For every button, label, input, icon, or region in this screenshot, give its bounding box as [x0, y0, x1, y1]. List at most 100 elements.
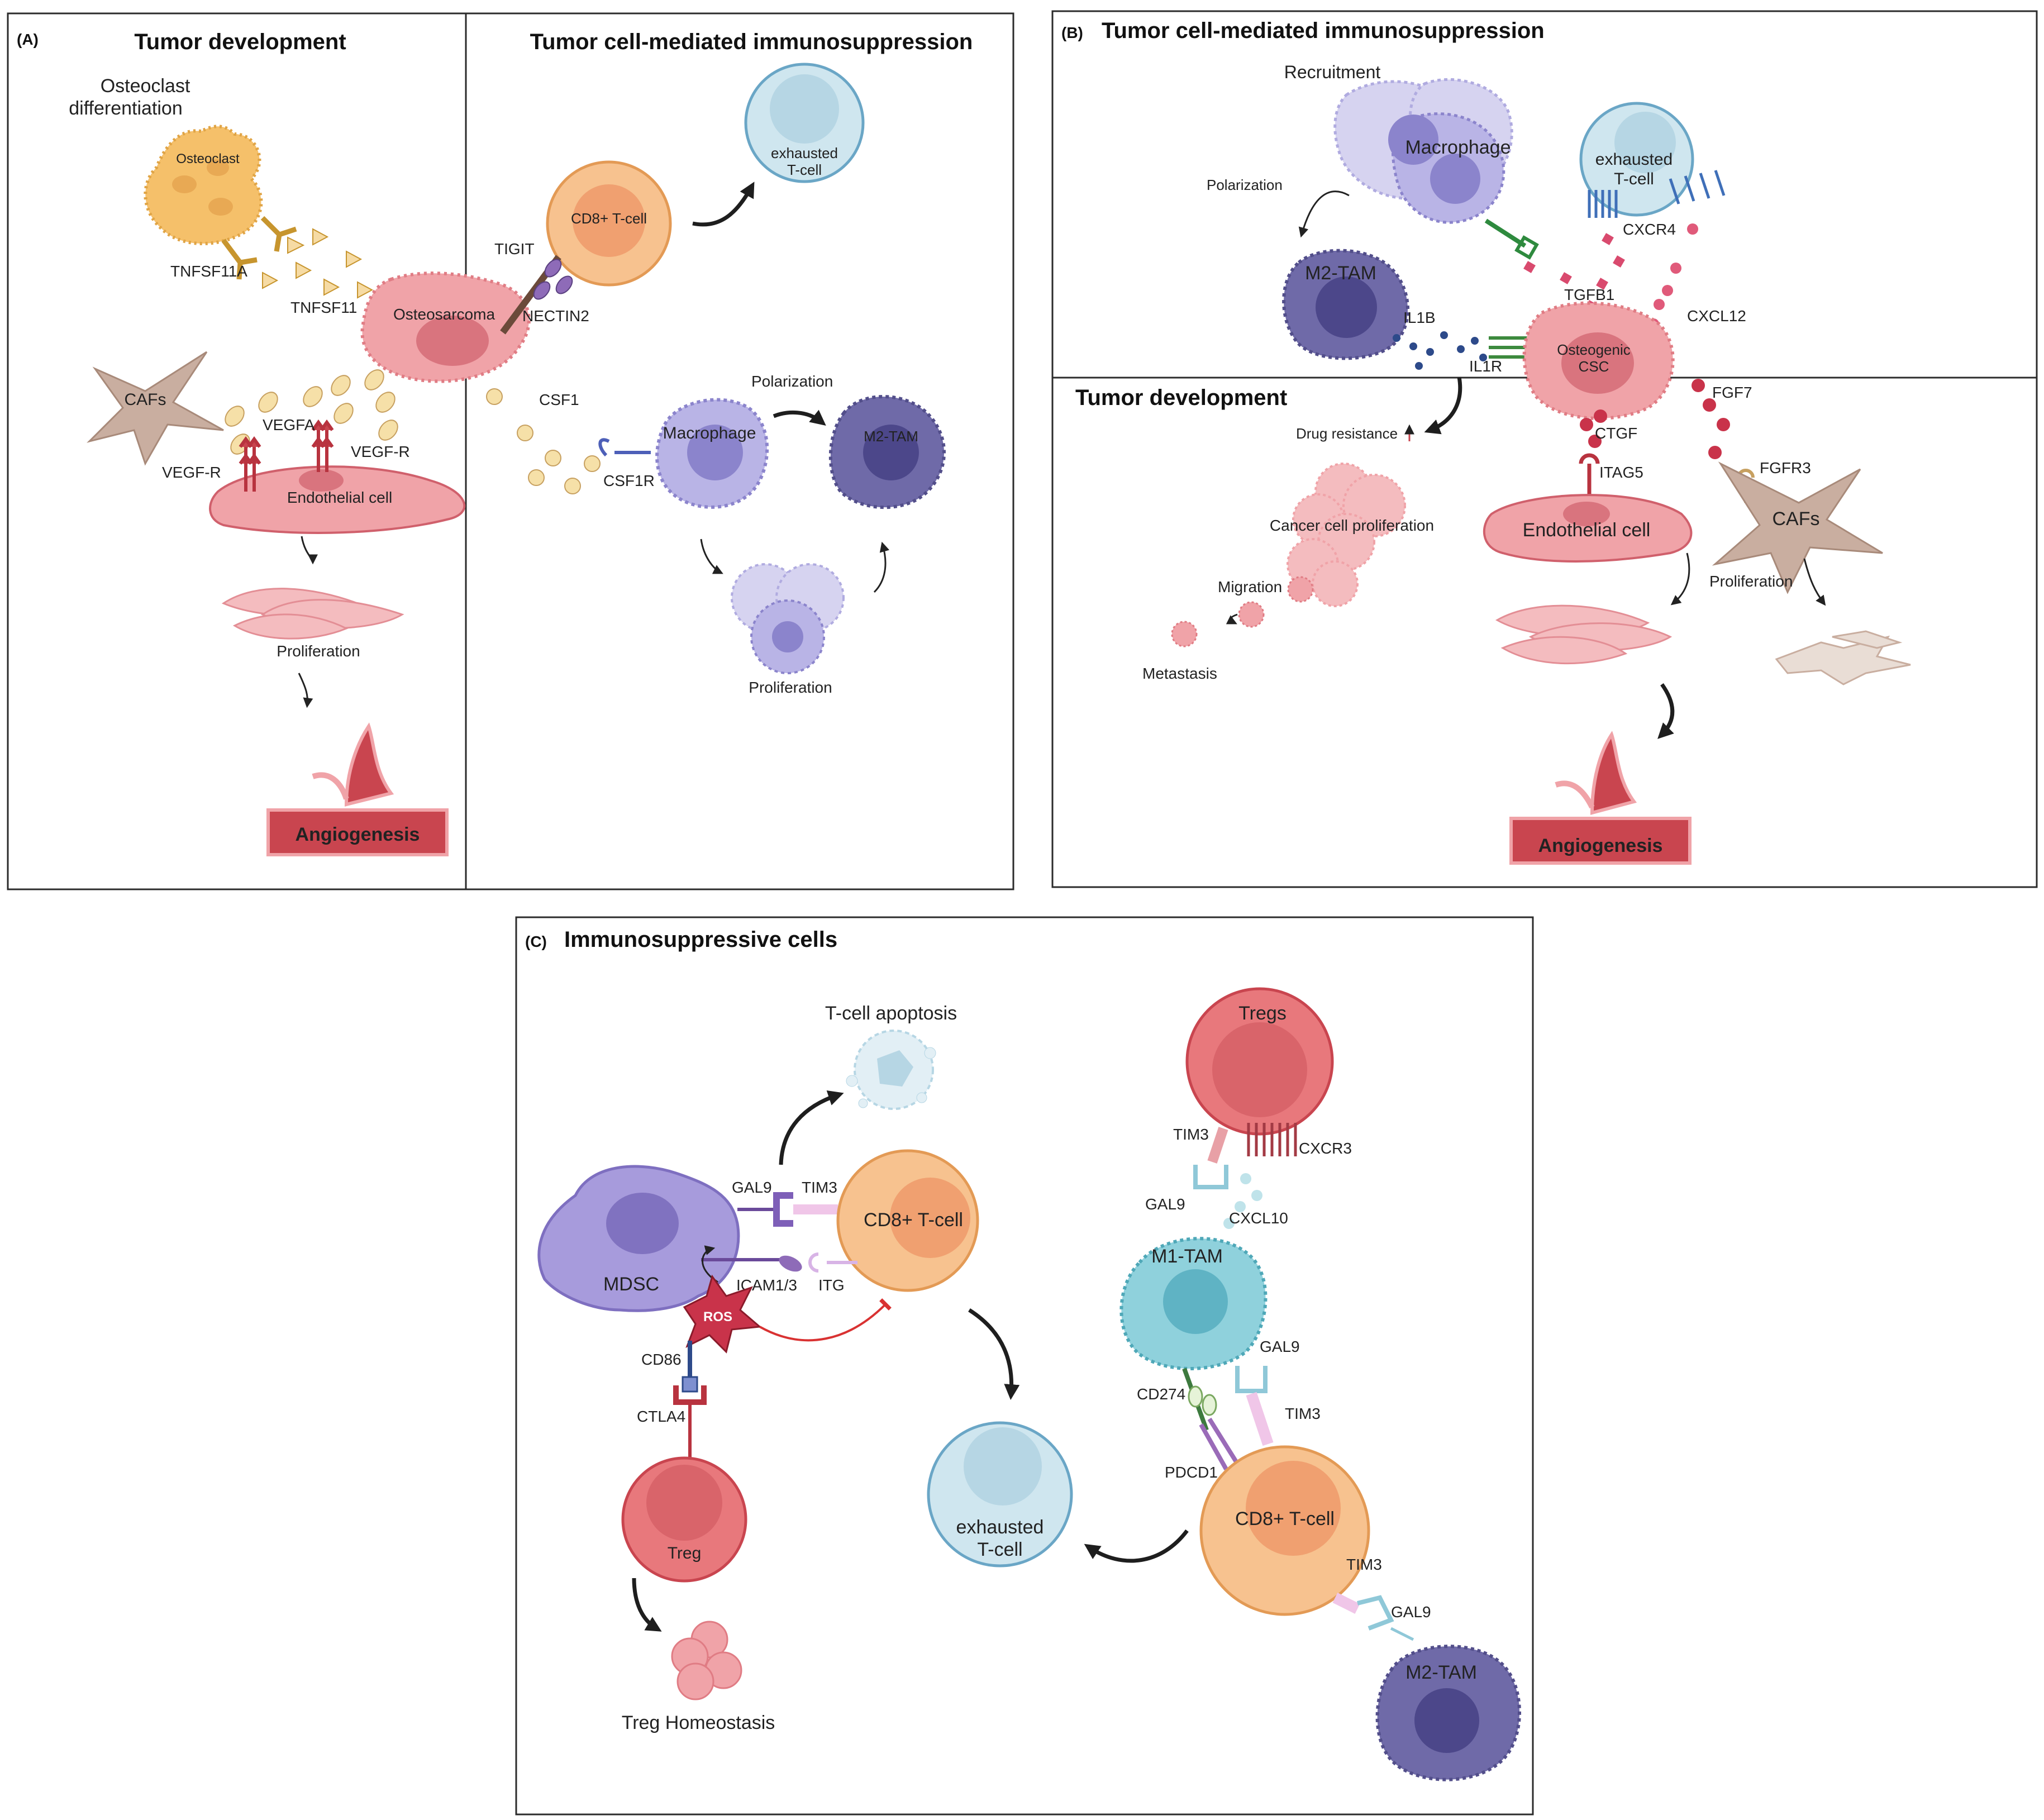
- arrow-treg-to-homeostasis: [632, 1578, 662, 1632]
- endothelial-nucleus-b: [1563, 502, 1610, 526]
- migrating-cell: [1238, 601, 1265, 628]
- osteoclast-nucleus: [172, 175, 197, 193]
- osteosarcoma-label: Osteosarcoma: [393, 306, 495, 323]
- gal9-bottom-label: GAL9: [1391, 1603, 1431, 1621]
- arrow-to-apoptosis: [779, 1090, 844, 1165]
- m1-tam-nucleus: [1163, 1269, 1228, 1334]
- osteoclast-nucleus: [208, 198, 233, 216]
- tcell-apoptosis-label: T-cell apoptosis: [825, 1003, 957, 1024]
- proliferation-label-b: Proliferation: [1709, 573, 1793, 590]
- endothelial-cell-label-a: Endothelial cell: [287, 489, 392, 506]
- osteogenic-csc-label-2: CSC: [1579, 358, 1609, 375]
- endothelial-nucleus-a: [299, 469, 344, 492]
- cancer-cell-proliferation-label: Cancer cell proliferation: [1270, 517, 1434, 534]
- panel-c: (C) Immunosuppressive cells T-cell apopt…: [515, 916, 1534, 1816]
- panel-a-right-title: Tumor cell-mediated immunosuppression: [530, 30, 973, 54]
- cxcr4-label: CXCR4: [1623, 221, 1676, 238]
- gal9-bottom-receptor: [1357, 1595, 1394, 1631]
- treg-homeostasis-label: Treg Homeostasis: [622, 1712, 775, 1733]
- panel-a-frame: [7, 12, 1014, 890]
- arrow-cd8-right-to-exhausted: [1084, 1529, 1189, 1563]
- endothelial-cell-b: [1483, 494, 1693, 563]
- tnfsf11-label: TNFSF11: [290, 299, 357, 316]
- cd8-tcell-c-left-nucleus: [890, 1178, 970, 1258]
- cafs-label-a: CAFs: [125, 390, 166, 409]
- arrow-migration: [1226, 613, 1238, 625]
- polarization-label-a: Polarization: [751, 373, 833, 390]
- arrow-endothelial-proliferation-b: [1670, 552, 1690, 606]
- osteogenic-csc-nucleus: [1561, 332, 1634, 394]
- gal9-top-receptor: [1193, 1165, 1228, 1189]
- treg-nucleus: [646, 1465, 722, 1541]
- csf1r-label: CSF1R: [603, 472, 655, 489]
- arrow-to-angiogenesis-a: [298, 673, 313, 708]
- panel-a-tag: (A): [17, 31, 39, 48]
- tim3-top-stalk: [1207, 1127, 1228, 1164]
- m2-tam-a-nucleus: [863, 425, 919, 480]
- proliferation-label-a-left: Proliferation: [277, 642, 360, 660]
- vegfa-label: VEGFA: [263, 416, 315, 433]
- cafs-cell-a: [87, 351, 224, 466]
- tim3-left-label: TIM3: [802, 1179, 837, 1196]
- tigit-label: TIGIT: [494, 240, 535, 258]
- mdsc-nucleus: [606, 1193, 679, 1254]
- tgfb1-receptor-stalk: [1484, 218, 1527, 248]
- cd86-label: CD86: [641, 1351, 682, 1368]
- polarization-label-b: Polarization: [1207, 177, 1283, 193]
- m2-tam-b-nucleus: [1316, 277, 1377, 338]
- vegf-r-right-label: VEGF-R: [351, 443, 410, 460]
- metastasis-label: Metastasis: [1142, 665, 1217, 682]
- ros-label: ROS: [703, 1309, 732, 1324]
- osteosarcoma-nucleus: [416, 316, 489, 366]
- gal9-left-label: GAL9: [732, 1179, 772, 1196]
- cd8-tcell-left-label: CD8+ T-cell: [864, 1209, 963, 1231]
- treg-label: Treg: [668, 1544, 702, 1562]
- cd274-label: CD274: [1137, 1385, 1185, 1403]
- gal9-bottom-link: [1390, 1627, 1414, 1641]
- vegf-receptors: [239, 419, 334, 492]
- angiogenesis-label-b: Angiogenesis: [1538, 835, 1663, 856]
- exhausted-tcell-a-nucleus: [770, 74, 839, 144]
- osteogenic-csc-label-1: Osteogenic: [1557, 341, 1631, 358]
- exhausted-tcell-label-c-1: exhausted: [956, 1517, 1044, 1538]
- macrophage-label-b: Macrophage: [1405, 137, 1511, 158]
- exhausted-tcell-label-b-1: exhausted: [1595, 150, 1673, 169]
- m1-tam-label: M1-TAM: [1151, 1246, 1223, 1267]
- csf1r-receptor: [598, 438, 651, 457]
- angiogenesis-vessel-b: [1509, 731, 1692, 865]
- arrow-cd8-to-exhausted-a: [692, 182, 755, 227]
- exhausted-tcell-label-b-2: T-cell: [1614, 170, 1654, 188]
- arrow-cd8-to-exhausted-c: [968, 1308, 1020, 1400]
- macrophage-a-nucleus: [687, 425, 743, 480]
- cxcr4-receptors: [1588, 170, 1726, 218]
- itg-label: ITG: [818, 1276, 845, 1294]
- panel-b: (B) Tumor cell-mediated immunosuppressio…: [1051, 10, 2038, 888]
- macrophage-b: [1333, 78, 1513, 224]
- panel-c-title: Immunosuppressive cells: [564, 927, 837, 952]
- panel-b-title: Tumor cell-mediated immunosuppression: [1102, 18, 1545, 43]
- tgfb1-label: TGFB1: [1564, 286, 1614, 303]
- ctgf-label: CTGF: [1595, 425, 1637, 442]
- drug-resistance-label: Drug resistance: [1296, 425, 1398, 442]
- angiogenesis-vessel-a: [266, 722, 449, 856]
- osteoclast-nucleus: [207, 159, 229, 176]
- csf1-ligands: [486, 388, 601, 494]
- macrophage-label-a: Macrophage: [663, 424, 756, 442]
- cafs-label-b: CAFs: [1773, 508, 1820, 530]
- exhausted-tcell-c-nucleus: [964, 1427, 1042, 1505]
- exhausted-tcell-label-a-2: T-cell: [787, 161, 822, 178]
- tnfsf11a-label: TNFSF11A: [170, 263, 247, 280]
- cd8-tcell-a-nucleus: [573, 184, 645, 257]
- m2-tam-c-nucleus: [1414, 1688, 1479, 1753]
- tregs-label: Tregs: [1238, 1003, 1287, 1024]
- exhausted-tcell-label-a-1: exhausted: [771, 145, 838, 161]
- cxcr3-receptor: [1247, 1123, 1297, 1156]
- tim3-bottom-label: TIM3: [1346, 1556, 1382, 1573]
- pdcd1-receptor: [1199, 1417, 1240, 1470]
- il1b-ligands: [1393, 331, 1487, 370]
- angiogenesis-label-a: Angiogenesis: [296, 824, 420, 845]
- vegf-r-left-label: VEGF-R: [162, 464, 221, 481]
- apoptotic-tcell: [846, 1030, 936, 1110]
- pdcd1-label: PDCD1: [1165, 1464, 1218, 1481]
- exhausted-tcell-b-nucleus: [1614, 112, 1676, 173]
